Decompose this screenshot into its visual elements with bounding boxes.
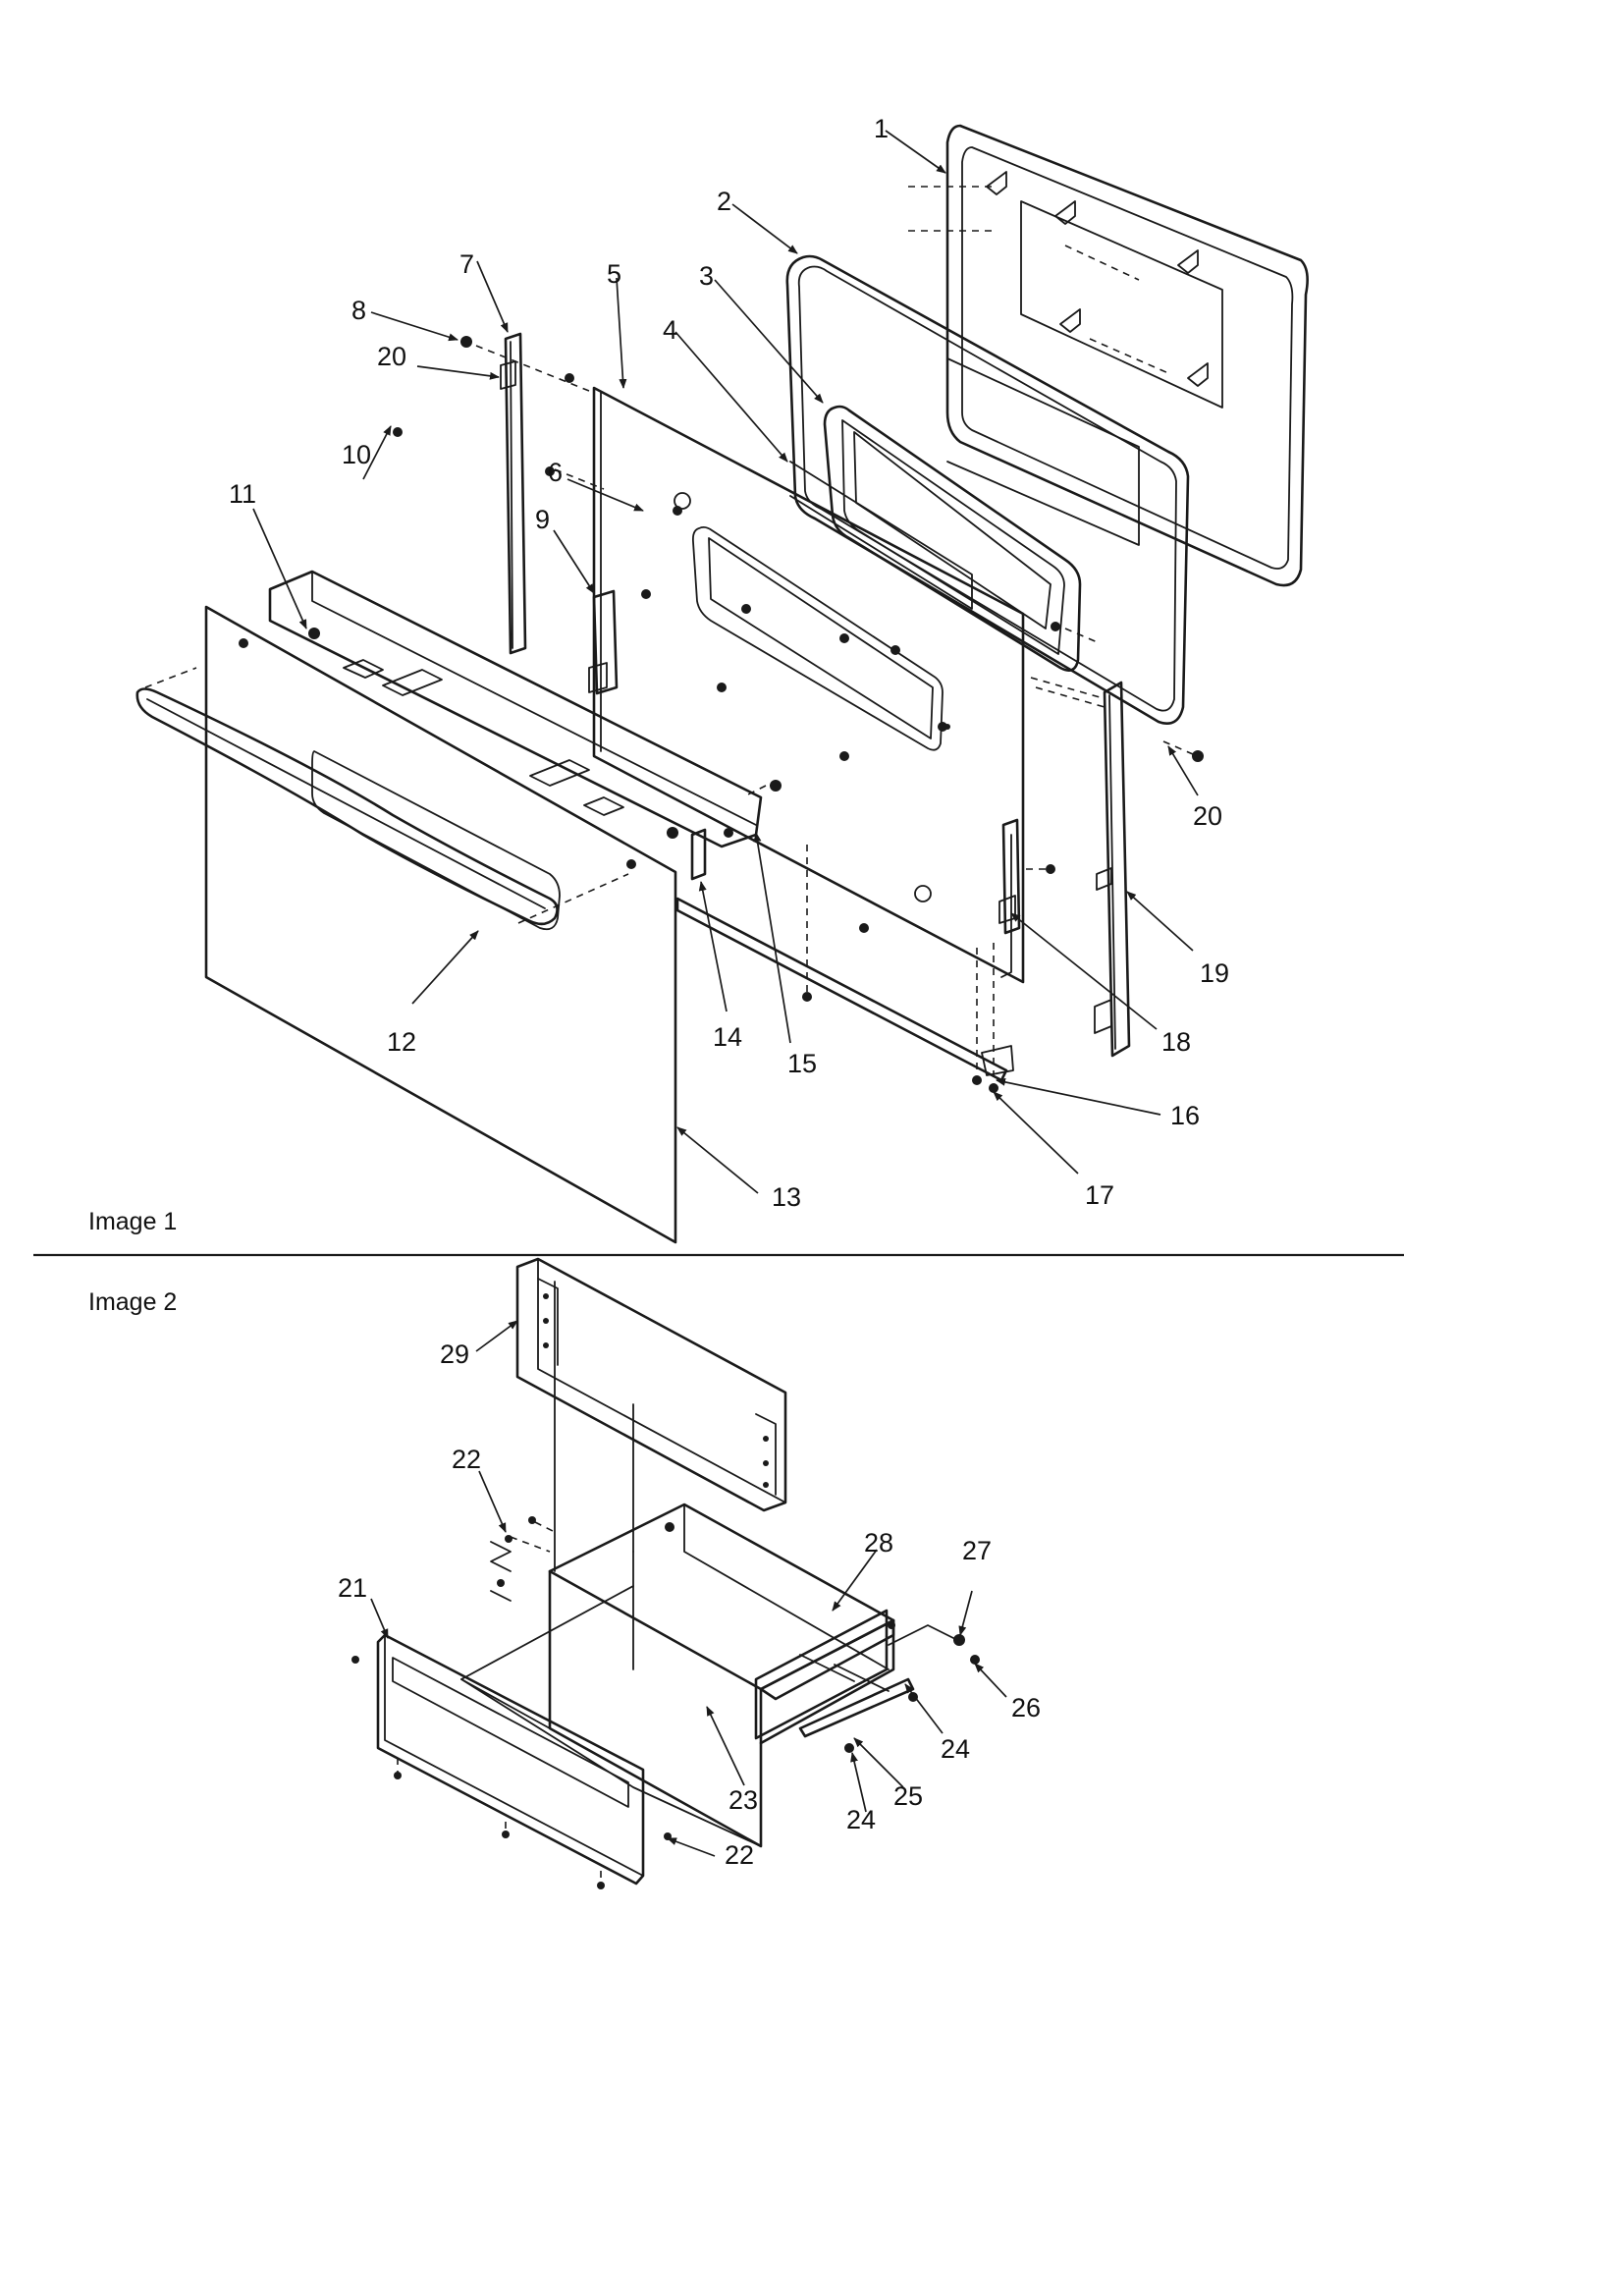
- callout-12: 12: [387, 1027, 416, 1057]
- part-5-inner-door-panel: [592, 386, 1025, 984]
- callout-22-upper: 22: [452, 1445, 481, 1474]
- image-1-leaders: [252, 130, 1199, 1194]
- callout-16: 16: [1170, 1101, 1200, 1130]
- part-1-inner-door-liner: [908, 124, 1309, 587]
- part-18-right-hinge-bracket: [998, 818, 1021, 935]
- callout-8: 8: [351, 296, 366, 325]
- part-14-bracket: [690, 828, 707, 881]
- callout-28: 28: [864, 1528, 893, 1558]
- part-19-right-side-channel: [1094, 681, 1131, 1058]
- callout-4: 4: [663, 315, 677, 345]
- callout-11: 11: [229, 479, 256, 509]
- callout-5: 5: [607, 259, 621, 289]
- callout-20-left: 20: [377, 342, 406, 371]
- callout-23: 23: [728, 1785, 758, 1815]
- callout-26: 26: [1011, 1693, 1041, 1722]
- image-2-callouts: 29 22 21 22 23 24 25 24 26 27 28: [338, 1339, 1041, 1870]
- callout-1: 1: [874, 114, 889, 143]
- fasteners: [393, 336, 1204, 874]
- callout-29: 29: [440, 1339, 469, 1369]
- part-21-drawer-front: [351, 1633, 672, 1889]
- callout-22-lower: 22: [725, 1840, 754, 1870]
- callout-2: 2: [717, 187, 731, 216]
- part-29-drawer-back-panel: [515, 1257, 787, 1512]
- part-2-door-gasket: [785, 254, 1190, 725]
- image-1-callouts: 1 2 3 4 5 6 7 8 20 9 10 11 12 13 14 15 1…: [229, 114, 1229, 1212]
- callout-24-right: 24: [941, 1734, 970, 1764]
- section-label-image-1: Image 1: [88, 1208, 177, 1235]
- section-label-image-2: Image 2: [88, 1288, 177, 1316]
- callout-9: 9: [535, 505, 550, 534]
- alignment-lines: [144, 667, 1106, 924]
- part-24-25-slide-bracket: [754, 1609, 918, 1753]
- image-2-leaders: [370, 1320, 1007, 1857]
- part-26-27-screws: [888, 1624, 980, 1665]
- part-16-bottom-trim: [675, 897, 1014, 1082]
- callout-14: 14: [713, 1022, 742, 1052]
- part-17-screws: [802, 845, 998, 1093]
- callout-13: 13: [772, 1182, 801, 1212]
- part-12-door-handle: [135, 687, 559, 926]
- callout-24-left: 24: [846, 1805, 876, 1834]
- callout-18: 18: [1161, 1027, 1191, 1057]
- part-28-drawer-rail: [759, 1618, 895, 1701]
- callout-27: 27: [962, 1536, 992, 1565]
- callout-20-right: 20: [1193, 801, 1222, 831]
- callout-21: 21: [338, 1573, 367, 1603]
- part-13-outer-door-panel: [204, 605, 677, 1244]
- part-23-drawer-body: [460, 1281, 895, 1848]
- callout-3: 3: [699, 261, 714, 291]
- callout-6: 6: [548, 458, 563, 487]
- image-2-drawer-assembly: Image 2: [88, 1257, 1041, 1889]
- callout-7: 7: [459, 249, 474, 279]
- callout-10: 10: [342, 440, 371, 469]
- image-1-oven-door-assembly: 1 2 3 4 5 6 7 8 20 9 10 11 12 13 14 15 1…: [88, 114, 1309, 1244]
- part-22-screws: [490, 1516, 556, 1602]
- callout-17: 17: [1085, 1180, 1114, 1210]
- part-7-left-side-channel: [500, 332, 527, 655]
- part-9-left-hinge-bracket: [588, 589, 619, 695]
- part-3-4-window-glass-pack: [789, 405, 1082, 672]
- callout-19: 19: [1200, 958, 1229, 988]
- callout-25: 25: [893, 1781, 923, 1811]
- callout-15: 15: [787, 1049, 817, 1078]
